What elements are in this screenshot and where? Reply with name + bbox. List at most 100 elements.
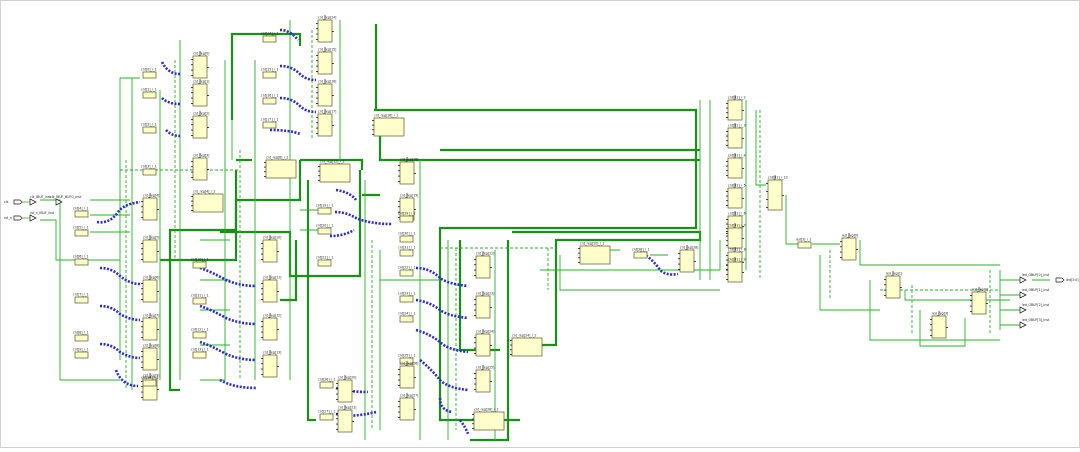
register-cell[interactable]: cnt_reg[10] xyxy=(261,235,281,263)
lut-cell[interactable]: cnt[17]_i_1 xyxy=(261,118,279,129)
lut-body[interactable] xyxy=(317,207,332,215)
register-body[interactable] xyxy=(727,187,743,209)
register-body[interactable] xyxy=(767,179,783,211)
lut-body[interactable] xyxy=(262,71,277,79)
lut-cell[interactable]: cnt[5]_i_1 xyxy=(73,226,89,237)
carry-body[interactable] xyxy=(192,193,224,213)
register-cell[interactable]: cnt_reg[2] xyxy=(191,111,209,139)
output-port[interactable]: led_OBUF[2]_inst xyxy=(1019,303,1050,314)
register-body[interactable] xyxy=(142,347,158,371)
lut-body[interactable] xyxy=(74,334,89,342)
lut-cell[interactable]: cnt[15]_i_1 xyxy=(261,68,279,79)
register-body[interactable] xyxy=(317,51,333,75)
port-shape[interactable] xyxy=(13,215,23,221)
lut-cell[interactable]: cnt[29]_i_1 xyxy=(398,212,416,223)
carry-body[interactable] xyxy=(373,117,405,137)
lut-cell[interactable]: cnt[6]_i_1 xyxy=(73,255,89,266)
register-body[interactable] xyxy=(262,279,278,303)
lut-body[interactable] xyxy=(74,351,89,359)
register-body[interactable] xyxy=(475,295,491,319)
register-body[interactable] xyxy=(262,354,278,378)
lut-body[interactable] xyxy=(399,215,414,223)
register-cell[interactable]: cnt_reg[22] xyxy=(474,251,494,279)
register-cell[interactable]: cnt_reg[5] xyxy=(141,235,159,263)
lut-cell[interactable]: cnt[22]_i_1 xyxy=(398,266,416,277)
register-body[interactable] xyxy=(317,83,333,107)
register-body[interactable] xyxy=(337,379,353,403)
register-cell[interactable]: led_reg[2] xyxy=(970,287,988,315)
carry-body[interactable] xyxy=(511,337,543,357)
register-cell[interactable]: cnt[31]_i_2 xyxy=(726,95,746,121)
lut-body[interactable] xyxy=(319,381,334,389)
register-body[interactable] xyxy=(475,255,491,279)
lut-cell[interactable]: led[3]_i_1 xyxy=(796,238,812,249)
register-body[interactable] xyxy=(475,369,491,393)
lut-body[interactable] xyxy=(399,235,414,243)
lut-body[interactable] xyxy=(192,297,207,305)
register-cell[interactable]: cnt[31]_i_10 xyxy=(766,175,788,211)
lut-cell[interactable]: cnt[11]_i_1 xyxy=(191,294,209,305)
carry-cell[interactable]: cnt_reg[20]_i_2 xyxy=(578,242,611,265)
register-cell[interactable]: cnt_reg[14] xyxy=(316,15,336,43)
carry-cell[interactable]: cnt_reg[16]_i_2 xyxy=(372,114,405,137)
lut-body[interactable] xyxy=(192,261,207,269)
lut-body[interactable] xyxy=(192,331,207,339)
lut-body[interactable] xyxy=(74,258,89,266)
register-body[interactable] xyxy=(142,317,158,341)
register-cell[interactable]: cnt_reg[12] xyxy=(261,313,281,341)
lut-cell[interactable]: cnt[19]_i_1 xyxy=(316,204,334,215)
register-body[interactable] xyxy=(931,315,947,339)
register-body[interactable] xyxy=(399,397,415,421)
lut-body[interactable] xyxy=(262,121,277,129)
lut-body[interactable] xyxy=(317,259,332,267)
register-cell[interactable]: cnt_reg[13] xyxy=(261,350,281,378)
register-cell[interactable]: cnt_reg[26] xyxy=(398,361,418,389)
lut-cell[interactable]: cnt[13]_i_1 xyxy=(191,348,209,359)
register-cell[interactable]: cnt[31]_i_4 xyxy=(726,153,746,179)
register-body[interactable] xyxy=(399,365,415,389)
port-shape[interactable] xyxy=(1055,277,1065,283)
lut-body[interactable] xyxy=(399,269,414,277)
lut-cell[interactable]: cnt[9]_i_1 xyxy=(73,348,89,359)
lut-cell[interactable]: cnt[27]_i_1 xyxy=(318,410,336,421)
lut-cell[interactable]: cnt[18]_i_1 xyxy=(141,376,159,387)
register-body[interactable] xyxy=(317,113,333,137)
lut-body[interactable] xyxy=(74,210,89,218)
register-body[interactable] xyxy=(971,291,987,315)
lut-cell[interactable]: cnt[28]_i_1 xyxy=(632,248,650,259)
register-body[interactable] xyxy=(399,161,415,185)
lut-cell[interactable]: cnt[20]_i_1 xyxy=(316,224,334,235)
output-port[interactable]: led_OBUF[3]_inst xyxy=(1019,318,1050,329)
carry-body[interactable] xyxy=(473,411,505,431)
register-cell[interactable]: cnt[31]_i_9 xyxy=(726,257,746,283)
lut-cell[interactable]: cnt[16]_i_1 xyxy=(261,94,279,105)
register-body[interactable] xyxy=(192,157,208,181)
register-body[interactable] xyxy=(142,239,158,263)
register-cell[interactable]: cnt[31]_i_3 xyxy=(726,123,746,149)
lut-body[interactable] xyxy=(399,357,414,365)
lut-body[interactable] xyxy=(142,91,157,99)
register-cell[interactable]: cnt_reg[11] xyxy=(261,275,281,303)
lut-body[interactable] xyxy=(797,241,812,249)
lut-body[interactable] xyxy=(399,249,414,257)
register-cell[interactable]: cnt_reg[7] xyxy=(141,313,159,341)
lut-cell[interactable]: cnt[7]_i_1 xyxy=(73,293,89,304)
lut-body[interactable] xyxy=(142,71,157,79)
register-cell[interactable]: cnt_reg[16] xyxy=(316,79,336,107)
lut-body[interactable] xyxy=(633,251,648,259)
carry-cell[interactable]: cnt_reg[12]_i_2 xyxy=(318,160,351,183)
carry-cell[interactable]: cnt_reg[8]_i_2 xyxy=(264,156,297,179)
lut-body[interactable] xyxy=(319,413,334,421)
lut-body[interactable] xyxy=(399,295,414,303)
register-body[interactable] xyxy=(142,197,158,221)
lut-cell[interactable]: cnt[1]_i_1 xyxy=(141,88,157,99)
register-cell[interactable]: cnt_reg[24] xyxy=(474,329,494,357)
register-cell[interactable]: cnt_reg[1] xyxy=(191,79,209,107)
register-body[interactable] xyxy=(727,227,743,249)
register-cell[interactable]: cnt_reg[4] xyxy=(141,193,159,221)
lut-cell[interactable]: cnt[0]_i_1 xyxy=(141,68,157,79)
register-cell[interactable]: cnt_reg[6] xyxy=(141,275,159,303)
